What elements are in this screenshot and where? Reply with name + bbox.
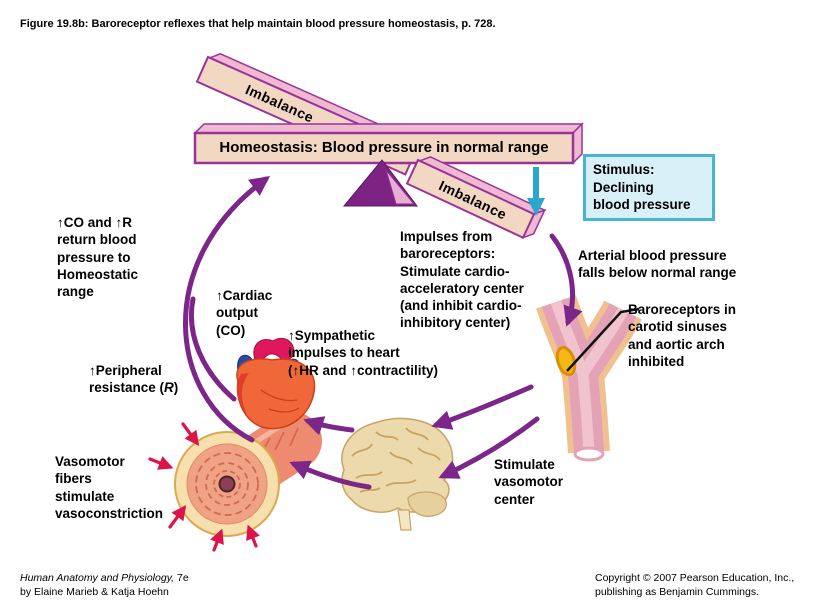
feedback-arrow-return-to-homeostasis <box>183 176 271 443</box>
baroreceptor-pointer-line <box>566 307 640 372</box>
footer-book-title: Human Anatomy and Physiology, <box>20 572 175 584</box>
triangle-fulcrum-icon <box>342 159 419 207</box>
arrow-imbalance-to-baroreceptors <box>549 233 583 327</box>
label-co-r-return: ↑CO and ↑R return blood pressure to Home… <box>57 215 139 300</box>
brain-illustration <box>341 417 454 531</box>
arrows-brain-output <box>289 416 372 490</box>
footer-book-credit: Human Anatomy and Physiology, 7e by Elain… <box>20 571 189 599</box>
label-baroreceptors-inhibited: Baroreceptors in carotid sinuses and aor… <box>628 302 737 369</box>
label-sympathetic-impulses: ↑Sympathetic impulses to heart (↑HR and … <box>288 328 439 378</box>
label-stimulate-vasomotor-center: Stimulate vasomotor center <box>494 457 564 507</box>
peripheral-resistance-symbol: R <box>164 380 174 396</box>
figure-title: Figure 19.8b: Baroreceptor reflexes that… <box>20 18 496 30</box>
blood-vessel-illustration <box>174 412 322 537</box>
cyan-down-arrow-icon <box>527 167 545 216</box>
vasoconstriction-red-arrows <box>148 422 260 552</box>
arrows-baroreceptor-to-brain <box>431 384 540 479</box>
peripheral-resistance-post: ) <box>173 380 179 396</box>
peripheral-resistance-pre: ↑Peripheral resistance ( <box>89 363 165 396</box>
imbalance-banner-right <box>405 156 547 239</box>
stimulus-box: Stimulus: Declining blood pressure <box>583 154 715 221</box>
label-cardiac-output: ↑Cardiac output (CO) <box>216 288 273 338</box>
footer-authors: by Elaine Marieb & Katja Hoehn <box>20 586 169 599</box>
label-peripheral-resistance: ↑Peripheral resistance (R) <box>89 362 178 397</box>
heart-illustration <box>236 337 316 430</box>
footer-copyright: Copyright © 2007 Pearson Education, Inc.… <box>595 572 795 599</box>
homeostasis-banner-label: Homeostasis: Blood pressure in normal ra… <box>219 139 549 156</box>
footer-book-edition: 7e <box>174 572 189 584</box>
label-impulses-from-baroreceptors: Impulses from baroreceptors: Stimulate c… <box>400 229 524 331</box>
label-vasomotor-fibers: Vasomotor fibers stimulate vasoconstrict… <box>55 454 164 521</box>
label-arterial-pressure-falls: Arterial blood pressure falls below norm… <box>578 248 737 281</box>
carotid-artery-illustration <box>536 295 642 462</box>
